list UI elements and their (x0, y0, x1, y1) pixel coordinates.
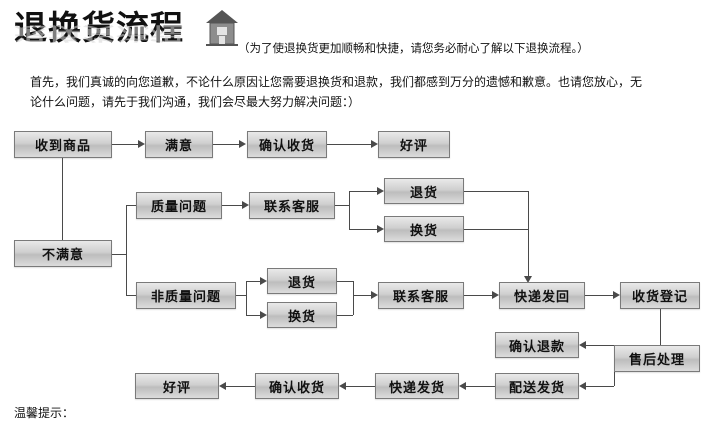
connector-unsatisfied-stem (112, 254, 126, 255)
arrow-express-to-confirm-receipt (339, 382, 346, 390)
subtitle: （为了使退换货更加顺畅和快捷，请您务必耐心了解以下退换流程。） (238, 43, 589, 55)
arrow-confirm-to-praise-bottom (219, 382, 226, 390)
connector-service2-to-express (464, 295, 492, 296)
connector-satisfied-to-confirm (213, 144, 239, 145)
connector-quality-to-service (222, 205, 242, 206)
arrow-service2-to-express (492, 291, 499, 299)
connector-to-exchange-nq (246, 315, 260, 316)
node-express-shipping[interactable]: 快递发货 (375, 373, 459, 399)
connector-refund-joint (586, 345, 587, 346)
arrow-aftersales-to-refund (579, 341, 586, 349)
node-express-send-back[interactable]: 快递发回 (499, 282, 585, 309)
connector-to-return-q (349, 191, 377, 192)
page-title: 退换货流程 (14, 8, 184, 47)
connector-to-quality (126, 205, 138, 206)
node-praise-bottom[interactable]: 好评 (135, 373, 219, 399)
node-quality-issue[interactable]: 质量问题 (136, 192, 222, 219)
connector-to-nonquality (126, 295, 138, 296)
connector-nonquality-stem (236, 295, 246, 296)
arrow-satisfied-to-confirm (239, 140, 246, 148)
arrow-to-return-nq (260, 277, 267, 285)
page-title-reflection: 退换货流程 (14, 22, 184, 44)
connector-returnnq-right (337, 281, 353, 282)
connector-exchangeq-right (464, 229, 528, 230)
footer-note: 温馨提示： (14, 406, 75, 420)
connector-nonquality-merge (353, 281, 354, 315)
connector-unsatisfied-split (126, 205, 127, 295)
node-delivery-shipment[interactable]: 配送发货 (495, 373, 579, 399)
arrow-confirm-to-praise (371, 140, 378, 148)
title-block: 退换货流程 退换货流程 (14, 8, 184, 52)
connector-merge-to-service2 (353, 295, 371, 296)
node-exchange-quality[interactable]: 换货 (384, 216, 464, 242)
connector-received-to-satisfied (112, 144, 138, 145)
connector-returnq-right (464, 191, 528, 192)
connector-service-split-quality (349, 191, 350, 229)
connector-nonquality-split (246, 281, 247, 315)
connector-confirm-to-praise-bottom (226, 386, 255, 387)
node-exchange-nonquality[interactable]: 换货 (267, 302, 337, 328)
node-nonquality-issue[interactable]: 非质量问题 (136, 282, 236, 309)
arrow-express-to-register (613, 291, 620, 299)
connector-to-return-nq (246, 281, 260, 282)
connector-service-stem-quality (335, 205, 349, 206)
house-icon (206, 10, 238, 46)
arrow-to-exchange-nq (260, 311, 267, 319)
connector-aftersales-down (614, 372, 615, 386)
node-satisfied[interactable]: 满意 (145, 131, 213, 158)
node-return-quality[interactable]: 退货 (384, 178, 464, 204)
connector-confirm-to-praise (327, 144, 371, 145)
connector-to-exchange-q (349, 229, 377, 230)
node-return-nonquality[interactable]: 退货 (267, 268, 337, 294)
intro-paragraph: 首先，我们真诚的向您道歉，不论什么原因让您需要退换货和退款，我们都感到万分的遗憾… (30, 72, 690, 112)
connector-aftersales-to-refund (586, 345, 614, 346)
connector-exchangenq-right (337, 315, 353, 316)
arrow-to-exchange-q (377, 225, 384, 233)
arrow-quality-to-express (524, 276, 532, 283)
arrow-aftersales-to-delivery (579, 382, 586, 390)
node-confirm-receipt-bottom[interactable]: 确认收货 (255, 373, 339, 399)
node-receipt-registration[interactable]: 收货登记 (620, 282, 700, 309)
arrow-quality-to-service (242, 201, 249, 209)
node-confirm-receipt-top[interactable]: 确认收货 (247, 131, 327, 158)
node-praise-top[interactable]: 好评 (378, 131, 450, 158)
arrow-received-to-satisfied (138, 140, 145, 148)
arrow-delivery-to-express-ship (459, 382, 466, 390)
connector-received-to-unsatisfied (62, 158, 63, 243)
node-aftersales-processing[interactable]: 售后处理 (614, 345, 700, 372)
node-unsatisfied[interactable]: 不满意 (14, 240, 112, 267)
arrow-to-return-q (377, 187, 384, 195)
connector-quality-down-to-express (528, 191, 529, 276)
intro-line-2: 论什么问题，请先于我们沟通，我们会尽最大努力解决问题：） (30, 95, 361, 109)
connector-delivery-to-express-ship (466, 386, 495, 387)
node-contact-service-quality[interactable]: 联系客服 (249, 192, 335, 219)
connector-register-to-aftersales (660, 309, 661, 347)
node-confirm-refund[interactable]: 确认退款 (495, 332, 579, 358)
connector-express-to-register (585, 295, 613, 296)
connector-express-to-confirm-receipt (346, 386, 375, 387)
connector-aftersales-to-delivery (586, 386, 614, 387)
node-received-goods[interactable]: 收到商品 (14, 131, 112, 158)
arrow-merge-to-service2 (371, 291, 378, 299)
node-contact-service-nonquality[interactable]: 联系客服 (378, 282, 464, 309)
intro-line-1: 首先，我们真诚的向您道歉，不论什么原因让您需要退换货和退款，我们都感到万分的遗憾… (30, 75, 643, 89)
